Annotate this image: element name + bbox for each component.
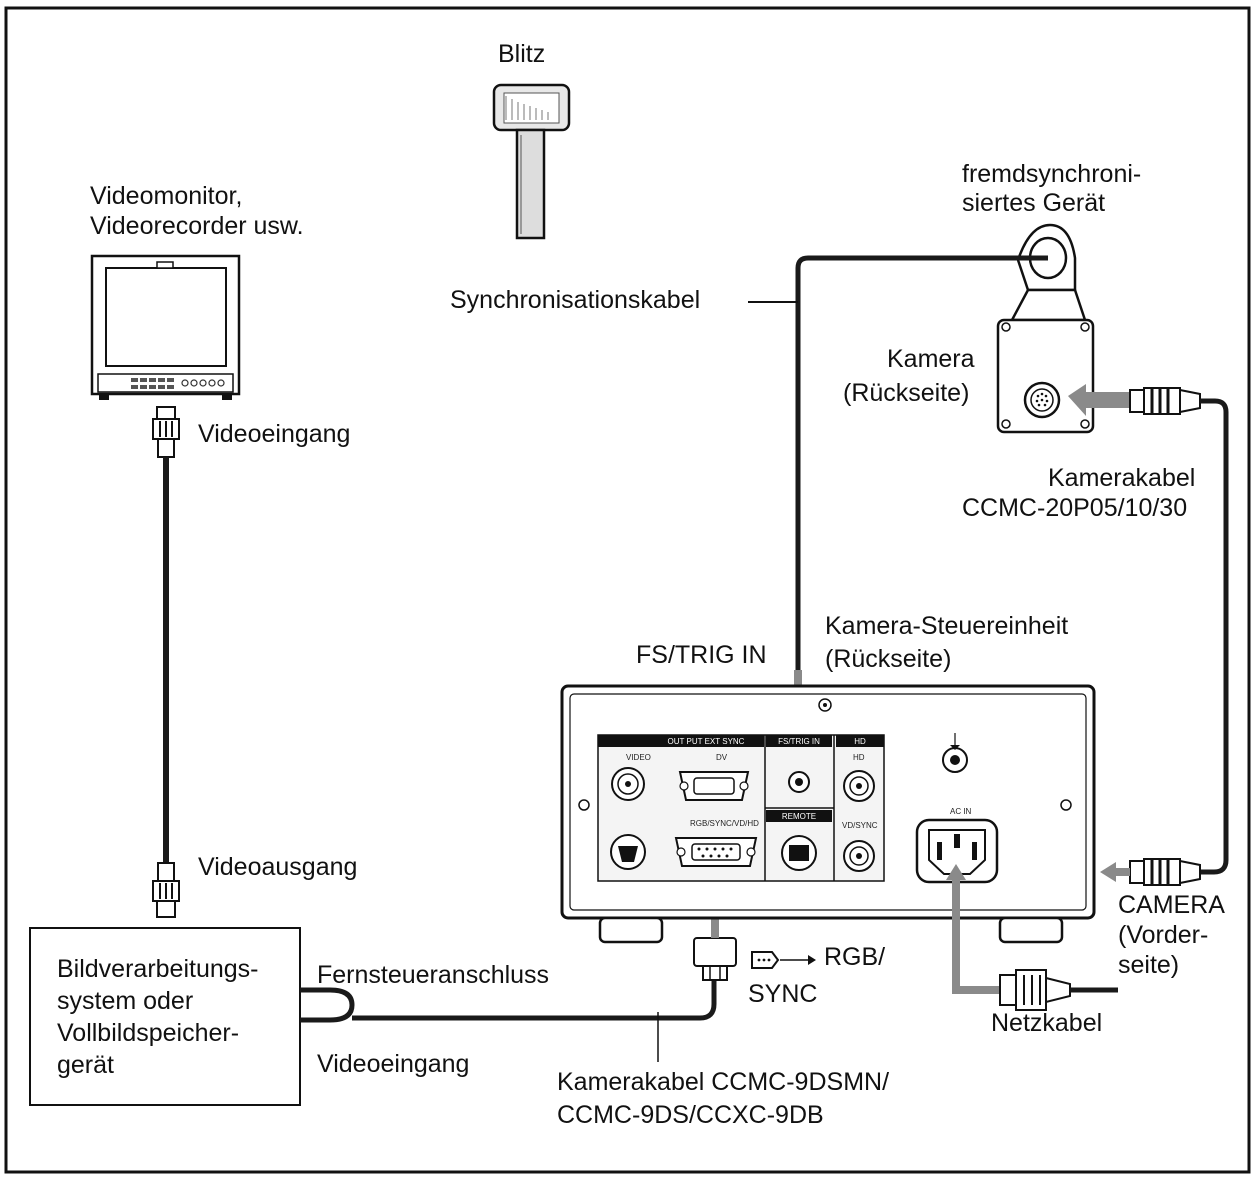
image-system-label-line1: Bildverarbeitungs- (57, 955, 259, 983)
image-processing-system-box (29, 927, 301, 1106)
camera-plug-bottom-icon (1129, 858, 1201, 886)
monitor-label-line1: Videomonitor, (90, 182, 242, 210)
image-system-input-label: Videoeingang (317, 1050, 469, 1078)
camera-control-unit-rear (560, 684, 1096, 944)
dsub-plug-icon (693, 937, 737, 981)
sync-cable (795, 255, 1048, 720)
camera-cable (1200, 398, 1229, 875)
camera-label-line2: (Rückseite) (843, 379, 969, 407)
ext-device-label-line1: fremdsynchroni- (962, 160, 1141, 188)
image-system-label-line4: gerät (57, 1051, 114, 1079)
panel-label-hd: HD (853, 753, 865, 762)
power-cable-label: Netzkabel (991, 1009, 1102, 1037)
panel-label-vd-sync: VD/SYNC (842, 821, 878, 830)
panel-label-fs-trig: FS/TRIG IN (778, 737, 820, 746)
image-system-label-line3: Vollbildspeicher- (57, 1019, 239, 1047)
outer-frame (4, 6, 1251, 1174)
bottom-cable-label-line1: Kamerakabel CCMC-9DSMN/ (557, 1068, 889, 1096)
fs-trig-in-label: FS/TRIG IN (636, 641, 767, 669)
camera-cable-label-line1: Kamerakabel (1048, 464, 1195, 492)
rgb-sync-icon (751, 951, 816, 969)
flash-icon (492, 83, 571, 240)
panel-label-hd-header: HD (854, 737, 866, 746)
monitor-label-line2: Videorecorder usw. (90, 212, 304, 240)
camera-plug-arrow-bottom (1100, 862, 1130, 882)
panel-label-rgb-sync: RGB/SYNC/VD/HD (690, 819, 759, 828)
remote-cable (352, 978, 717, 1021)
panel-label-output: OUT PUT EXT SYNC (668, 737, 745, 746)
video-output-label: Videoausgang (198, 853, 357, 881)
panel-label-remote: REMOTE (782, 812, 816, 821)
sync-cable-label: Synchronisationskabel (450, 286, 700, 314)
panel-label-ac-in: AC IN (950, 807, 972, 816)
bottom-cable-label-line2: CCMC-9DS/CCXC-9DB (557, 1101, 824, 1129)
camera-cable-label-line2: CCMC-20P05/10/30 (962, 494, 1187, 522)
ccu-label-line1: Kamera-Steuereinheit (825, 612, 1068, 640)
camera-front-label-line2: (Vorder- (1118, 921, 1208, 949)
camera-front-label-line1: CAMERA (1118, 891, 1225, 919)
bnc-connector-bottom-icon (152, 862, 180, 918)
panel-label-video: VIDEO (626, 753, 651, 762)
rgb-label-line2: SYNC (748, 980, 817, 1008)
power-cable-arrow (952, 872, 1000, 994)
loop-cable (300, 987, 355, 1023)
camera-label-line1: Kamera (887, 345, 975, 373)
panel-label-dv: DV (716, 753, 728, 762)
ccu-label-line2: (Rückseite) (825, 645, 951, 673)
monitor-input-label: Videoeingang (198, 420, 350, 448)
power-plug-icon (999, 969, 1071, 1011)
camera-front-label-line3: seite) (1118, 951, 1179, 979)
flash-label: Blitz (498, 40, 545, 68)
remote-port-label: Fernsteueranschluss (317, 961, 549, 989)
camera-plug-top-icon (1129, 387, 1201, 415)
video-monitor-icon (90, 254, 241, 400)
camera-plug-arrow-top (1068, 384, 1130, 416)
bnc-connector-top-icon (152, 406, 180, 458)
image-system-label-line2: system oder (57, 987, 193, 1015)
ext-device-label-line2: siertes Gerät (962, 189, 1105, 217)
power-arrow-head (946, 864, 966, 880)
rgb-label-line1: RGB/ (824, 943, 885, 971)
